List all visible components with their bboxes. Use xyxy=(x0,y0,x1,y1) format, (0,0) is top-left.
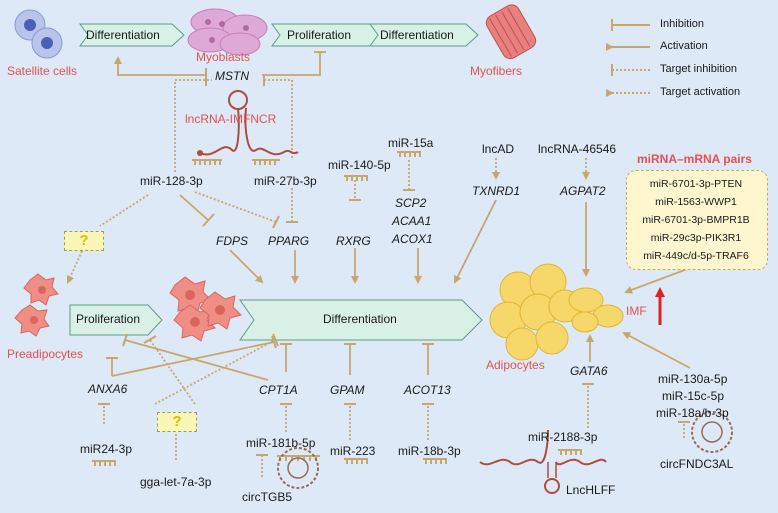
unknown-target-box-1: ? xyxy=(64,231,104,251)
pair-item: miR-6701-3p-BMPR1B xyxy=(642,214,750,226)
gene-agpat2: AGPAT2 xyxy=(560,184,606,198)
gene-acaa1: ACAA1 xyxy=(392,214,432,228)
gene-pparg: PPARG xyxy=(268,234,310,248)
mir-181b-5p-label: miR-181b-5p xyxy=(246,436,316,450)
mirna-bars xyxy=(92,151,582,466)
unknown-target-box-2: ? xyxy=(157,412,197,432)
gene-cpt1a: CPT1A xyxy=(259,383,298,397)
adipocytes-label: Adipocytes xyxy=(486,358,545,372)
stage-proliferation-top: Proliferation xyxy=(287,28,352,42)
mirna-mrna-pairs-title: miRNA–mRNA pairs xyxy=(637,152,752,166)
satellite-cells-illustration xyxy=(14,9,63,59)
legend xyxy=(606,19,650,97)
gene-acot13: ACOT13 xyxy=(404,383,451,397)
lnchlff-label: LncHLFF xyxy=(566,483,616,497)
mir-27b-3p-label: miR-27b-3p xyxy=(254,174,317,188)
preadipocyte-nuclei xyxy=(30,286,225,327)
myoblasts-label: Myoblasts xyxy=(196,50,251,64)
pair-item: miR-29c3p-PIK3R1 xyxy=(650,232,742,244)
mirna-mrna-pairs-box xyxy=(626,170,768,270)
gene-anxa6: ANXA6 xyxy=(88,382,128,396)
lnchlff-structure xyxy=(479,429,607,494)
circfndc3al-structure xyxy=(691,411,733,453)
gene-scp2: SCP2 xyxy=(395,196,427,210)
myofibers-label: Myofibers xyxy=(470,64,523,78)
mir-128-3p-label: miR-128-3p xyxy=(140,174,203,188)
gene-gata6: GATA6 xyxy=(570,364,608,378)
preadipocytes-label: Preadipocytes xyxy=(7,347,84,361)
stage-differentiation-mid: Differentiation xyxy=(323,312,397,326)
adipocytes-illustration xyxy=(489,263,582,361)
gene-mstn: MSTN xyxy=(215,69,249,83)
legend-target-inhibition: Target inhibition xyxy=(660,63,738,75)
mir-15c-5p-label: miR-15c-5p xyxy=(662,389,725,403)
mir-130a-5p-label: miR-130a-5p xyxy=(658,372,728,386)
gene-rxrg: RXRG xyxy=(336,234,371,248)
lncrna-imfncr-structure xyxy=(192,90,299,165)
gga-let-7a-3p-label: gga-let-7a-3p xyxy=(140,475,212,489)
pair-item: miR-449c/d-5p-TRAF6 xyxy=(643,250,749,262)
stage-differentiation-top: Differentiation xyxy=(86,28,160,42)
circtgb5-label: circTGB5 xyxy=(242,490,293,504)
imf-label: IMF xyxy=(626,304,647,318)
mir-18ab-3p-label: miR-18a/b-3p xyxy=(656,406,729,420)
gene-fdps: FDPS xyxy=(216,234,249,248)
pair-item: miR-6701-3p-PTEN xyxy=(649,178,743,190)
lncad-label: lncAD xyxy=(482,142,515,156)
myofibers-illustration xyxy=(485,4,537,60)
satellite-cells-label: Satellite cells xyxy=(7,64,78,78)
legend-activation: Activation xyxy=(660,40,708,52)
pair-item: miR-1563-WWP1 xyxy=(655,196,737,208)
circtgb5-structure xyxy=(277,447,319,489)
mir-18b-3p-label: miR-18b-3p xyxy=(398,444,461,458)
gene-gpam: GPAM xyxy=(330,383,365,397)
mir24-3p-label: miR24-3p xyxy=(80,442,133,456)
imf-illustration xyxy=(568,287,624,333)
mir-140-5p-label: miR-140-5p xyxy=(328,158,391,172)
circfndc3al-label: circFNDC3AL xyxy=(660,457,734,471)
legend-target-activation: Target activation xyxy=(660,86,741,98)
gene-acox1: ACOX1 xyxy=(392,232,433,246)
gene-txnrd1: TXNRD1 xyxy=(472,184,521,198)
mir-223-label: miR-223 xyxy=(330,444,376,458)
lncrna-imfncr-label: lncRNA-IMFNCR xyxy=(185,112,277,126)
stage-differentiation-top2: Differentiation xyxy=(380,28,454,42)
middle-chevrons xyxy=(69,299,483,341)
stage-proliferation-mid: Proliferation xyxy=(76,312,141,326)
top-chevrons xyxy=(79,23,479,47)
mir-2188-3p-label: miR-2188-3p xyxy=(528,430,598,444)
mir-15a-label: miR-15a xyxy=(388,136,434,150)
legend-inhibition: Inhibition xyxy=(660,18,705,30)
lncrna-46546-label: lncRNA-46546 xyxy=(538,142,617,156)
myoblasts-illustration xyxy=(187,8,268,56)
